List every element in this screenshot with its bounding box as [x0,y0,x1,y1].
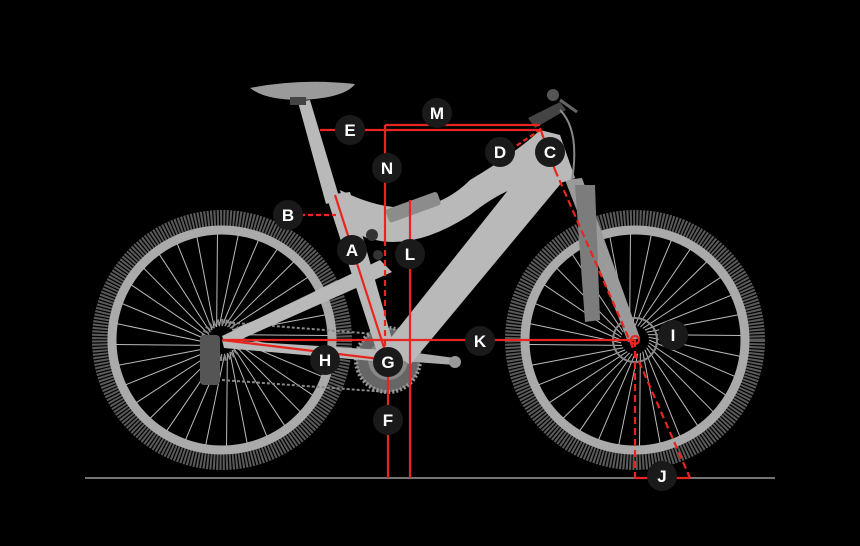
spoke [233,347,286,426]
spoke [634,240,672,327]
spoke [544,284,622,338]
spoke [176,243,213,331]
label-H: H [310,345,340,375]
label-E: E [335,115,365,145]
spoke [538,349,626,386]
label-A: A [337,235,367,265]
label-text: G [381,353,394,372]
saddle [250,81,355,100]
label-L: L [395,239,425,269]
label-badge [647,461,677,491]
spoke [531,347,624,366]
spoke [631,235,652,327]
spoke [226,352,228,446]
label-text: H [319,351,331,370]
label-D: D [485,137,515,167]
spoke [229,351,248,444]
spoke [598,353,636,440]
spoke [535,303,622,341]
spoke [116,344,210,346]
label-text: A [346,241,358,260]
label-badge [310,345,340,375]
spoke [579,353,633,431]
label-badge [373,347,403,377]
label-text: N [381,159,393,178]
label-K: K [465,326,495,356]
label-M: M [422,98,452,128]
label-C: C [535,137,565,167]
spoke [143,267,210,335]
spoke [234,345,301,413]
spoke [125,349,213,386]
spoke [549,351,628,404]
label-badge [335,115,365,145]
front-axle-point [629,334,641,346]
spoke [644,294,732,331]
spoke [131,284,209,338]
spoke [216,234,218,328]
label-badge [465,326,495,356]
cockpit [528,89,578,181]
label-badge [373,405,403,435]
label-F: F [373,405,403,435]
spoke [644,349,681,437]
fork [565,178,640,342]
label-text: K [474,332,487,351]
spoke [639,352,641,446]
label-text: M [430,104,444,123]
label-badge [337,235,367,265]
spoke [158,254,211,333]
line-D [509,129,541,151]
spoke [640,261,708,328]
label-text: D [494,143,506,162]
label-badge [485,137,515,167]
label-badge [535,137,565,167]
spoke [642,351,661,444]
label-text: F [383,411,393,430]
label-text: I [671,326,676,345]
label-text: B [282,206,294,225]
spoke [218,235,239,327]
spoke [117,323,209,344]
seat-clamp [290,97,306,105]
label-I: I [658,320,688,350]
spoke [227,261,295,328]
label-G: G [373,347,403,377]
spoke [646,347,699,426]
spoke [637,249,691,327]
spoke [648,342,726,396]
label-badge [273,200,303,230]
label-N: N [372,153,402,183]
line-C-dashed [553,169,692,479]
spoke [196,236,215,329]
label-text: L [405,245,415,264]
label-text: J [657,467,666,486]
label-B: B [273,200,303,230]
spoke [562,352,630,419]
spoke [224,249,278,327]
spoke [221,240,259,327]
label-badge [372,153,402,183]
label-text: E [344,121,355,140]
line-A [333,194,390,361]
line-H [221,338,389,362]
spoke [235,342,313,396]
spoke [231,349,268,437]
spoke [647,345,714,413]
label-badge [395,239,425,269]
label-J: J [647,461,677,491]
label-text: C [544,143,556,162]
spoke [529,344,623,346]
frame [222,100,575,365]
spoke [229,276,308,329]
label-badge [422,98,452,128]
spoke [118,347,211,366]
spoke [122,303,209,341]
label-badge [658,320,688,350]
spoke [642,276,721,329]
spoke [205,353,226,445]
